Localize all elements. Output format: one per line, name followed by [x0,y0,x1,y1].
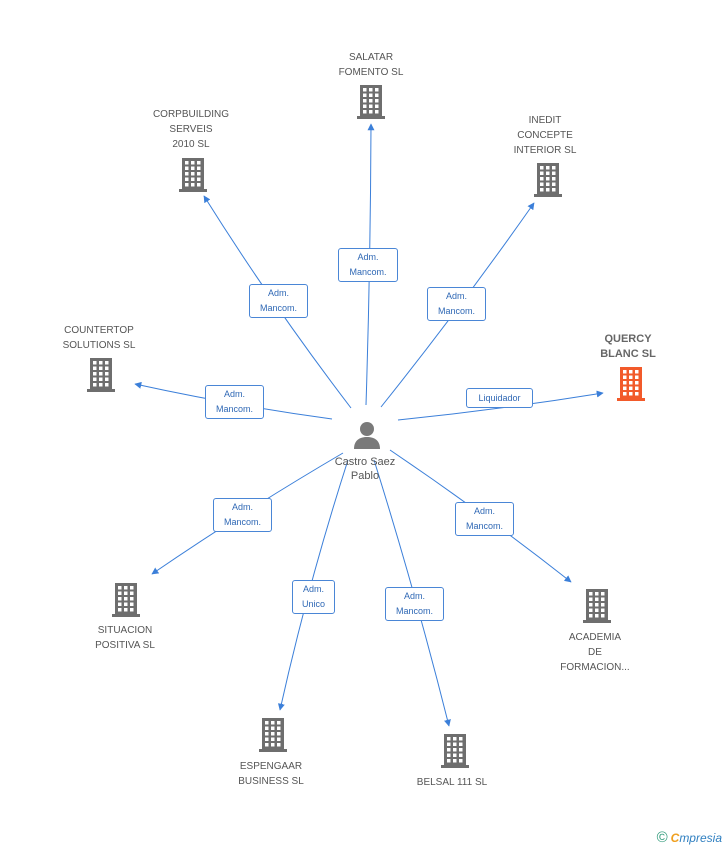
company-name-belsal[interactable]: BELSAL 111 SL [416,777,488,788]
brand-watermark: ©Cmpresia [657,829,722,846]
building-icon [112,583,140,617]
relation-label-salatar[interactable]: Adm. Mancom. [338,248,398,282]
relation-label-inedit[interactable]: Adm. Mancom. [427,287,486,321]
building-icon [441,734,469,768]
company-name-espengaar[interactable]: ESPENGAAR BUSINESS SL [238,761,304,787]
company-node-inedit[interactable] [532,163,564,202]
relation-label-countertop[interactable]: Adm. Mancom. [205,385,264,419]
company-node-espengaar[interactable] [257,718,289,757]
relation-label-quercy[interactable]: Liquidador [466,388,533,408]
copyright-icon: © [656,829,668,846]
company-node-situacion[interactable] [110,583,142,622]
company-node-corpbuilding[interactable] [177,158,209,197]
relation-label-situacion[interactable]: Adm. Mancom. [213,498,272,532]
building-icon [259,718,287,752]
company-node-belsal[interactable] [439,734,471,773]
company-node-salatar[interactable] [355,85,387,124]
building-icon [534,163,562,197]
company-node-academia[interactable] [581,589,613,628]
relation-label-belsal[interactable]: Adm. Mancom. [385,587,444,621]
company-name-academia[interactable]: ACADEMIA DE FORMACION... [560,632,630,673]
company-name-situacion[interactable]: SITUACION POSITIVA SL [95,625,155,651]
brand-initial: C [670,831,680,845]
person-node[interactable] [352,420,382,455]
company-name-corpbuilding[interactable]: CORPBUILDING SERVEIS 2010 SL [152,109,230,150]
company-node-quercy[interactable] [615,367,647,406]
relation-label-espengaar[interactable]: Adm. Unico [292,580,335,614]
company-name-inedit[interactable]: INEDIT CONCEPTE INTERIOR SL [513,115,577,156]
company-node-countertop[interactable] [85,358,117,397]
person-name: Castro Saez Pablo [334,456,396,482]
building-icon [87,358,115,392]
building-icon [179,158,207,192]
relation-label-corpbuilding[interactable]: Adm. Mancom. [249,284,308,318]
person-icon [354,422,380,449]
company-name-countertop[interactable]: COUNTERTOP SOLUTIONS SL [62,325,136,351]
company-name-quercy[interactable]: QUERCY BLANC SL [600,333,656,360]
company-name-salatar[interactable]: SALATAR FOMENTO SL [338,52,404,78]
building-icon [357,85,385,119]
brand-name: mpresia [679,831,722,845]
building-icon [583,589,611,623]
building-icon [617,367,645,401]
relation-label-academia[interactable]: Adm. Mancom. [455,502,514,536]
